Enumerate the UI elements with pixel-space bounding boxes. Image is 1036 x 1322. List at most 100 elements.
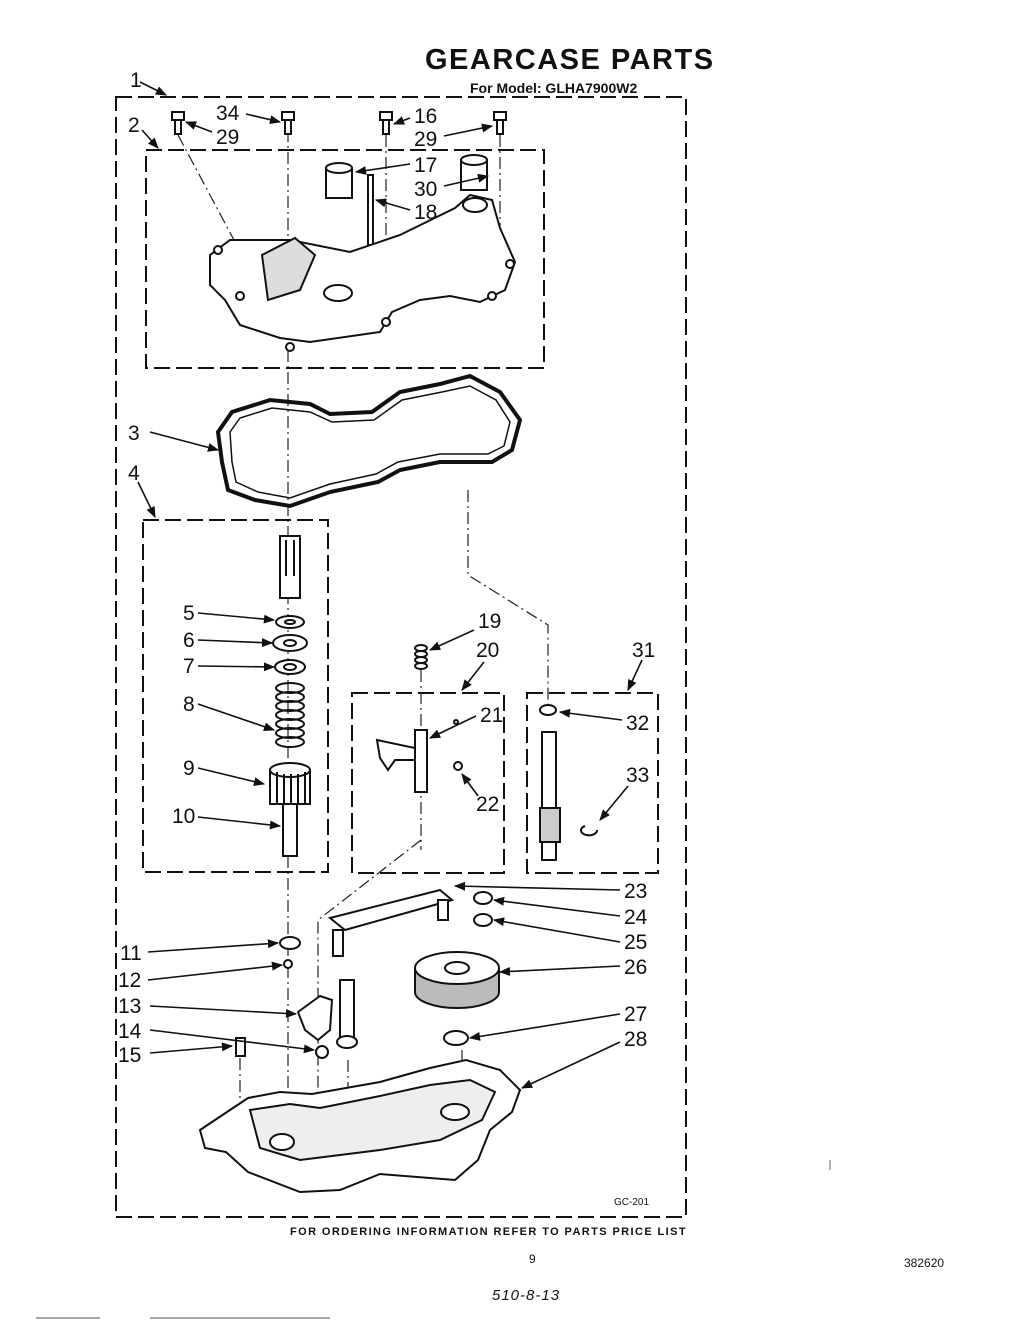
- leader-17: [354, 163, 411, 175]
- callout-13: 13: [118, 995, 141, 1018]
- callout-16: 16: [414, 105, 437, 128]
- pin-part-15: [235, 1037, 246, 1057]
- callout-5: 5: [183, 602, 195, 625]
- spring-part-8: [275, 682, 305, 748]
- callout-11: 11: [120, 942, 142, 965]
- gearcase-cover-raised: [260, 236, 317, 302]
- splined-shaft: [279, 535, 301, 599]
- pin-part-21: [453, 719, 459, 725]
- cover-bolt-hole: [213, 245, 223, 255]
- leader-34: [245, 113, 282, 125]
- page-number: 9: [529, 1252, 536, 1266]
- leader-3: [149, 431, 220, 452]
- seal-part-6: [272, 634, 308, 652]
- leader-22: [461, 773, 479, 797]
- base-bearing-boss: [440, 1103, 470, 1121]
- leader-27: [468, 1013, 621, 1041]
- leader-4: [137, 481, 156, 519]
- model-subtitle: For Model: GLHA7900W2: [470, 80, 638, 96]
- leader-11: [147, 939, 280, 953]
- callout-6: 6: [183, 629, 195, 652]
- retaining-ring-part-33: [580, 825, 598, 837]
- leader-13: [149, 1005, 298, 1018]
- gearcase-base-wall: [248, 1078, 497, 1162]
- base-bearing-boss: [269, 1133, 295, 1151]
- callout-18: 18: [414, 201, 437, 224]
- callout-28: 28: [624, 1028, 647, 1051]
- callout-12: 12: [118, 969, 141, 992]
- drive-link-arm: [327, 888, 455, 932]
- diagram-code: GC-201: [614, 1197, 650, 1208]
- alignment-line: [467, 490, 549, 705]
- cover-bolt-hole: [235, 291, 245, 301]
- callout-27: 27: [624, 1003, 647, 1026]
- leader-24: [492, 896, 621, 917]
- callout-26: 26: [624, 956, 647, 979]
- ring-part-22: [453, 761, 463, 771]
- callout-14: 14: [118, 1020, 142, 1043]
- bushing-part-17: [325, 162, 353, 199]
- leader-2: [141, 129, 159, 149]
- page-title: GEARCASE PARTS: [425, 44, 715, 76]
- leader-19: [428, 629, 475, 651]
- washer-part-5: [275, 615, 305, 629]
- cover-boss: [462, 197, 488, 213]
- leader-29a: [184, 121, 213, 133]
- screw-part-29-left: [171, 111, 185, 135]
- leader-1: [139, 81, 168, 96]
- pinion-gear-part-9: [269, 762, 311, 805]
- gasket-part-3: [215, 373, 523, 509]
- leader-14: [149, 1029, 316, 1054]
- assembly-box-2: [145, 149, 545, 369]
- leader-20: [461, 661, 485, 691]
- washer-part-7: [274, 659, 306, 675]
- callout-21: 21: [480, 704, 503, 727]
- document-number: 382620: [904, 1256, 945, 1270]
- pinion-shaft-part-10: [282, 803, 298, 857]
- pin-part-18: [367, 174, 374, 246]
- shift-lever-part-13: [296, 979, 358, 1049]
- callout-34: 34: [216, 102, 240, 125]
- callout-29-left: 29: [216, 126, 239, 149]
- handwritten-note: 510-8-13: [492, 1287, 561, 1304]
- leader-10: [197, 816, 282, 830]
- callout-4: 4: [128, 462, 140, 485]
- leader-6: [197, 638, 274, 648]
- gasket-inner-edge: [229, 385, 511, 499]
- assembly-box-31: [526, 692, 659, 874]
- leader-16: [392, 116, 411, 125]
- leader-23: [453, 881, 621, 891]
- bearing-part-11: [279, 936, 301, 950]
- link-pin: [437, 899, 449, 921]
- screw-part-29-right: [493, 111, 507, 135]
- washer-part-24: [473, 891, 493, 905]
- leader-29b: [443, 123, 494, 137]
- leader-25: [492, 917, 621, 943]
- leader-31: [627, 659, 643, 692]
- alignment-line: [317, 839, 422, 1130]
- washer-part-32: [539, 704, 557, 716]
- callout-15: 15: [118, 1044, 141, 1067]
- screw-part-34: [281, 111, 295, 135]
- callout-23: 23: [624, 880, 647, 903]
- callout-20: 20: [476, 639, 499, 662]
- callout-3: 3: [128, 422, 140, 445]
- cover-bolt-hole: [381, 317, 391, 327]
- callout-19: 19: [478, 610, 501, 633]
- lever-part-14: [315, 1045, 329, 1059]
- callout-29-right: 29: [414, 128, 437, 151]
- bushing-part-30: [460, 154, 488, 191]
- callout-2: 2: [128, 114, 140, 137]
- link-pin: [332, 929, 344, 957]
- main-gear-part-26: [414, 951, 500, 1009]
- callout-30: 30: [414, 178, 437, 201]
- leader-32: [558, 708, 623, 721]
- callout-17: 17: [414, 154, 437, 177]
- callout-7: 7: [183, 655, 195, 678]
- ball-part-12: [283, 959, 293, 969]
- leader-28: [520, 1041, 621, 1089]
- gearcase-cover: [209, 193, 517, 344]
- helical-gear: [539, 807, 561, 843]
- washer-part-25: [473, 913, 493, 927]
- leader-18: [374, 198, 411, 211]
